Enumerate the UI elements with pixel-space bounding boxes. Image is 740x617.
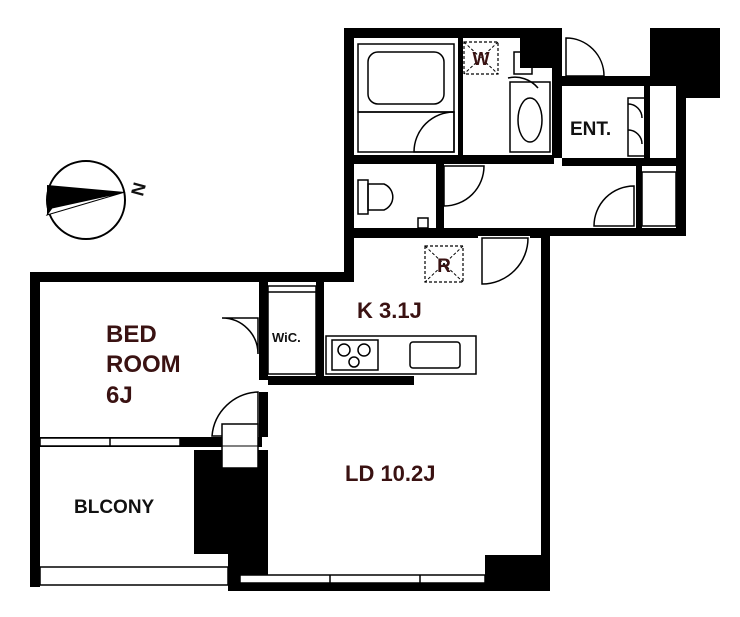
entrance-door-swing <box>565 37 605 77</box>
washer-space: W <box>463 41 499 75</box>
wall <box>268 376 414 385</box>
wall <box>552 28 562 158</box>
toilet-tank <box>357 179 369 215</box>
kitchen-label: K 3.1J <box>357 298 422 323</box>
bedroom-label: BED <box>106 321 157 348</box>
bedroom-label: 6J <box>106 382 133 409</box>
faucet <box>513 51 533 75</box>
structural-column <box>485 555 550 591</box>
compass-north-label: N <box>127 180 150 198</box>
bath-door-swing <box>413 111 455 153</box>
fridge-space: R <box>424 245 464 283</box>
hall-closet <box>641 171 677 227</box>
sink-icon <box>409 341 461 369</box>
shoe-closet <box>627 97 649 157</box>
bedroom-door-swing <box>221 317 259 355</box>
wall <box>644 86 650 158</box>
wall <box>30 272 40 587</box>
balcony-rail <box>39 566 229 586</box>
stove-icon <box>331 339 379 371</box>
fridge-label: R <box>437 256 451 277</box>
bedroom-label: ROOM <box>106 351 181 378</box>
wall <box>562 76 650 86</box>
living-label: LD 10.2J <box>345 461 436 486</box>
wall <box>316 282 324 380</box>
bath-floor <box>357 111 455 153</box>
wall <box>458 38 463 155</box>
wall <box>446 228 686 236</box>
walls <box>30 28 720 591</box>
wc-door-swing <box>443 165 485 207</box>
wic-label: WiC. <box>272 330 301 345</box>
wall <box>562 158 676 166</box>
washer-label: W <box>473 49 490 69</box>
toilet-icon <box>367 183 394 211</box>
wall <box>259 282 268 380</box>
entrance-label: ENT. <box>570 119 611 140</box>
ld-window <box>239 574 486 584</box>
bathtub-basin <box>367 51 445 105</box>
balcony-label: BLCONY <box>74 497 155 518</box>
compass: N <box>45 160 150 240</box>
wall <box>259 392 268 437</box>
bathroom <box>357 43 551 153</box>
toilet-room <box>357 157 485 229</box>
compass-needle-light <box>45 191 126 216</box>
wall <box>636 166 642 228</box>
vanity-door-swing <box>507 76 539 89</box>
washbasin-icon <box>517 97 543 143</box>
closet-door <box>627 129 643 145</box>
wall <box>344 28 562 38</box>
counter-top <box>325 335 477 375</box>
toilet-shelf <box>417 217 429 229</box>
wall <box>436 164 444 228</box>
kitchen-counter <box>325 335 477 375</box>
wic: WiC. <box>267 285 317 375</box>
wall <box>344 228 478 238</box>
entrance: ENT. <box>565 37 677 227</box>
wall <box>344 28 354 282</box>
ld-door-swing <box>211 391 259 437</box>
windows <box>39 437 486 586</box>
closet-door <box>627 103 643 119</box>
wall <box>30 272 352 282</box>
wall <box>676 86 686 236</box>
wall <box>354 155 554 164</box>
wall <box>541 228 550 568</box>
hall-door-swing <box>593 185 635 227</box>
kitchen-door-swing <box>481 237 529 285</box>
wall <box>228 583 550 591</box>
